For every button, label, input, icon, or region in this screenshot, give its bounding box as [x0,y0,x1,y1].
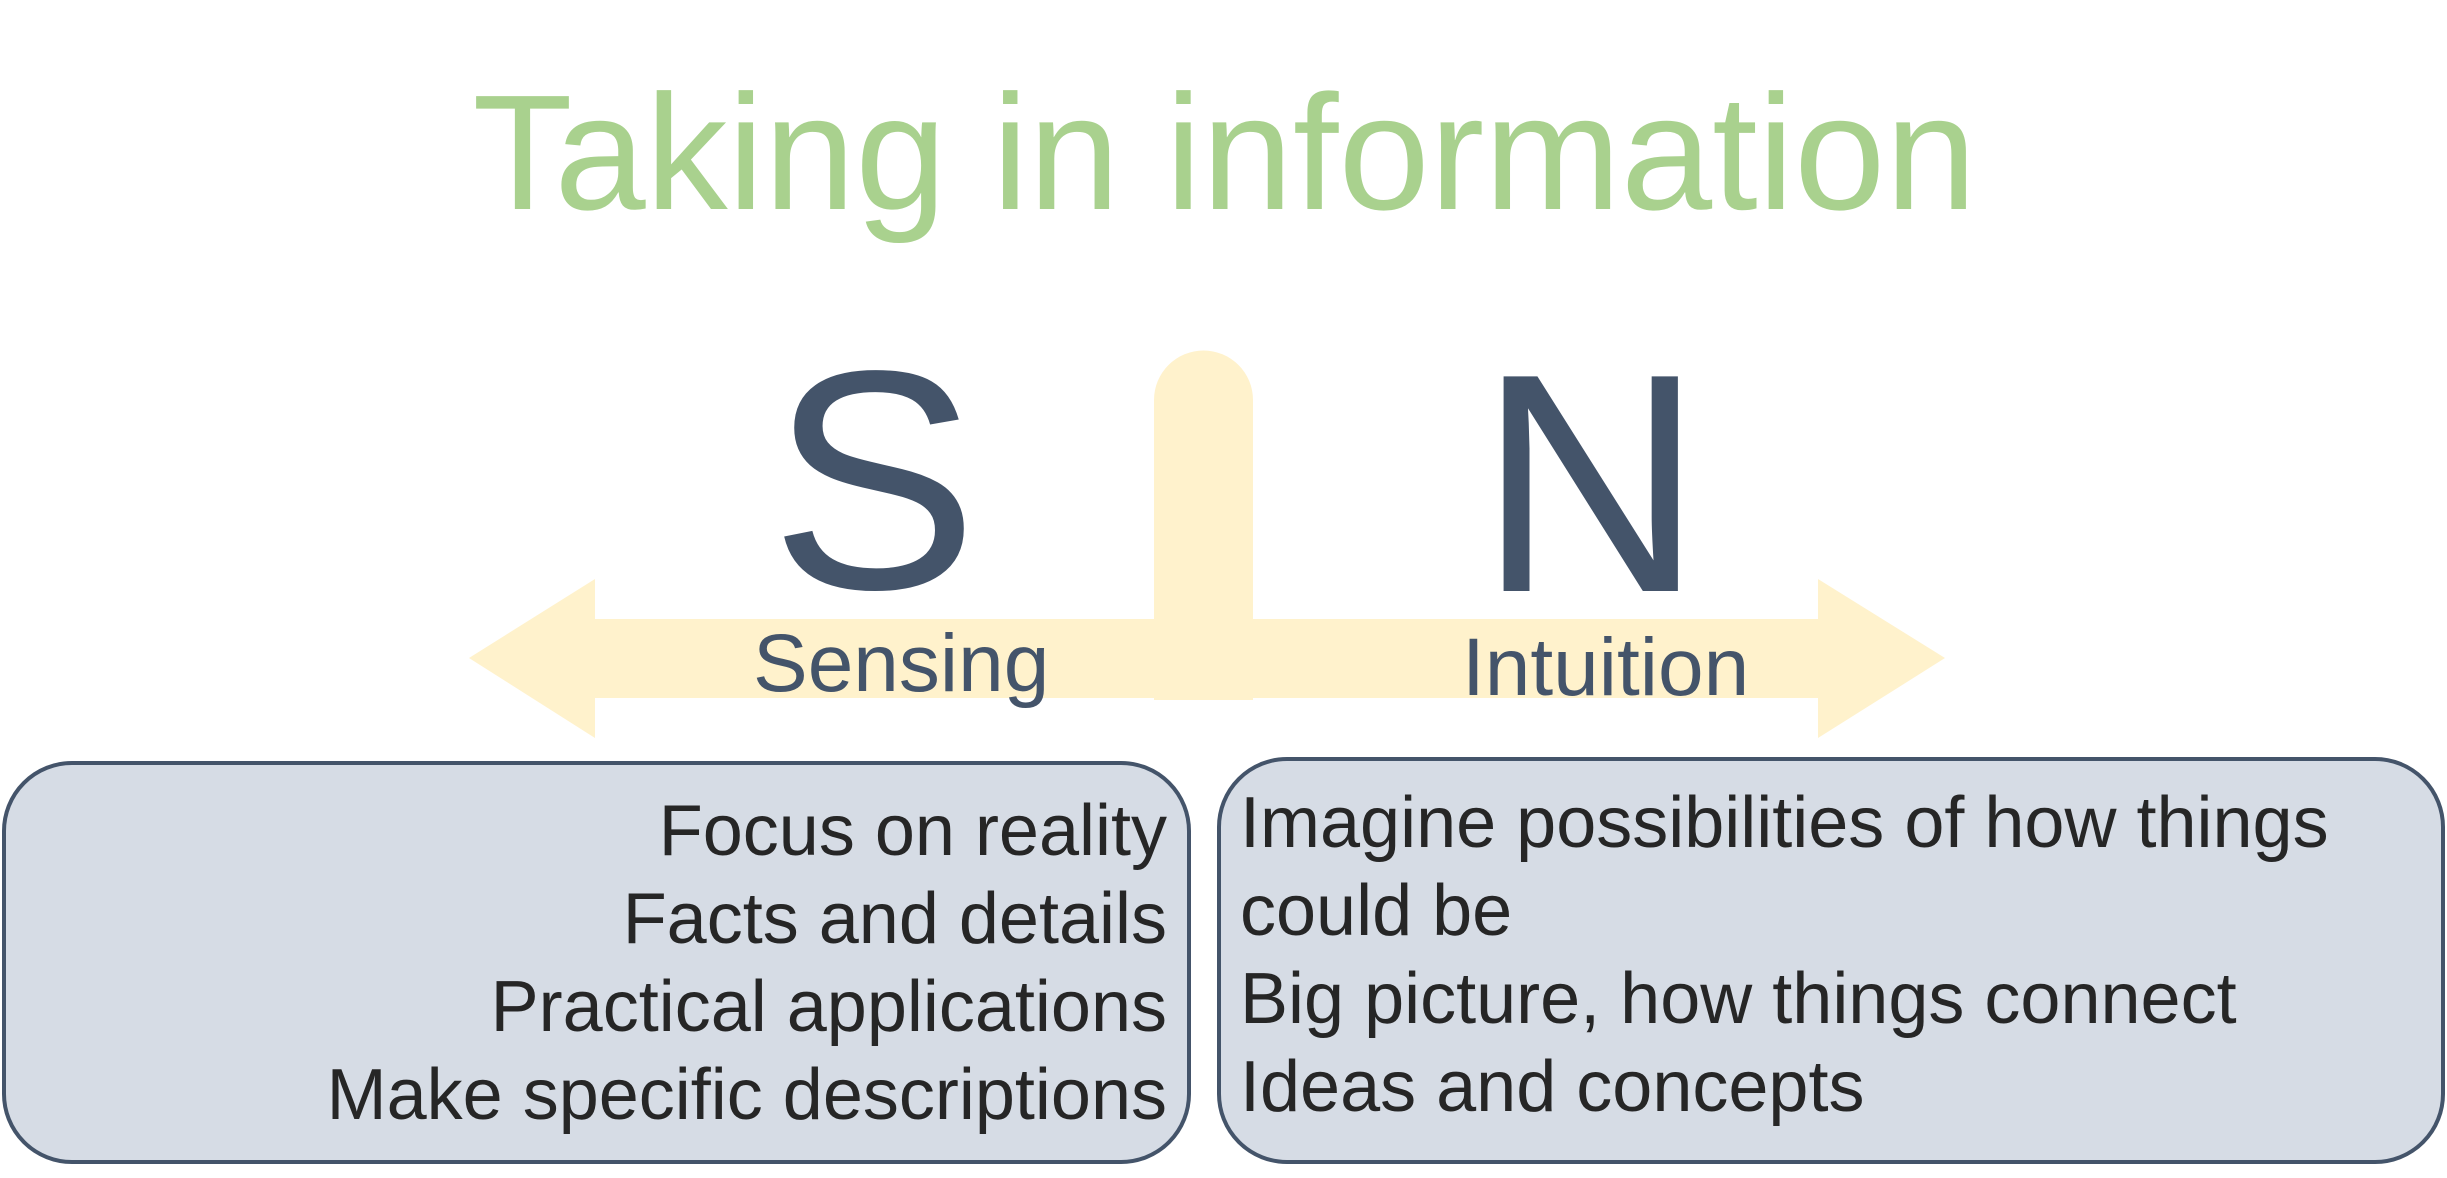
sensing-trait: Focus on reality [658,791,1167,871]
sensing-traits-list: Focus on reality Facts and details Pract… [327,787,1167,1139]
center-divider-bar [1154,350,1253,700]
arrow-right-head-icon [1818,579,1945,738]
sensing-letter: S [770,307,979,655]
intuition-trait: Imagine possibilities of how things coul… [1240,783,2329,951]
sensing-traits-box: Focus on reality Facts and details Pract… [2,761,1191,1164]
sensing-label: Sensing [753,618,1050,709]
arrow-left-head-icon [469,579,595,738]
intuition-letter: N [1478,310,1704,658]
sensing-trait: Facts and details [622,879,1167,959]
intuition-traits-list: Imagine possibilities of how things coul… [1240,779,2390,1131]
intuition-trait: Ideas and concepts [1240,1047,1865,1127]
arrow-shape [469,350,1945,738]
sensing-trait: Practical applications [490,967,1167,1047]
sensing-trait: Make specific descriptions [326,1055,1167,1135]
intuition-traits-box: Imagine possibilities of how things coul… [1217,757,2445,1164]
slide-title: Taking in information [472,61,1977,244]
intuition-trait: Big picture, how things connect [1240,959,2237,1039]
intuition-label: Intuition [1462,622,1750,713]
